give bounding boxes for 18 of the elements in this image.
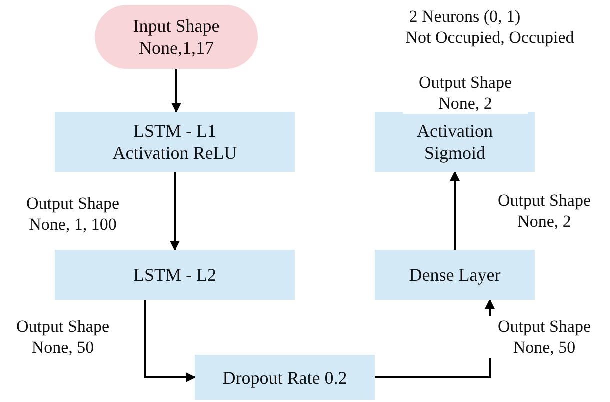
- layer-box: [195, 355, 375, 400]
- node-text: Activation ReLU: [112, 142, 238, 164]
- node-text: None,1,17: [139, 37, 214, 59]
- arrow: [450, 171, 460, 250]
- node-text: LSTM - L2: [134, 264, 216, 286]
- layer-box: [55, 112, 295, 172]
- node-text: Dense Layer: [409, 264, 501, 286]
- arrow: [170, 172, 180, 251]
- layer-box: [375, 250, 535, 300]
- arrow: [172, 69, 182, 113]
- node-text: LSTM - L1: [134, 120, 216, 142]
- node-text: Activation: [417, 120, 493, 142]
- layer-box: [375, 112, 535, 172]
- layer-box: [55, 250, 295, 300]
- node-text: Input Shape: [133, 15, 220, 37]
- node-text: Dropout Rate 0.2: [222, 366, 348, 388]
- node-text: Sigmoid: [424, 142, 486, 164]
- arrow: [144, 300, 196, 382]
